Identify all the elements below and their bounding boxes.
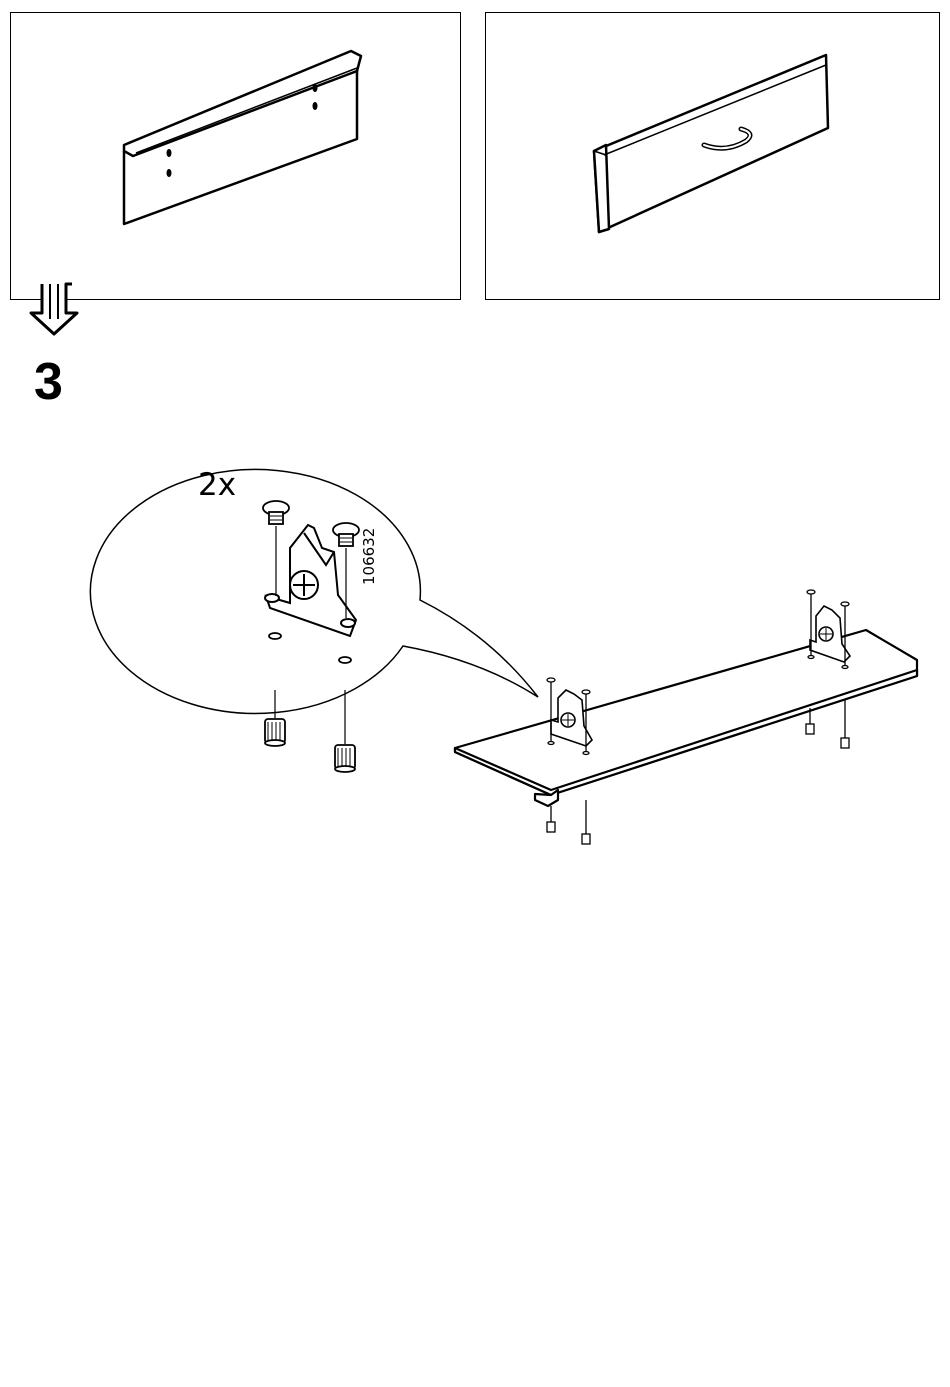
part-number-label: 106632: [362, 528, 377, 585]
drawer-bottom-panel: [455, 630, 917, 806]
step-number: 3: [34, 356, 63, 408]
screw-icon: [263, 501, 289, 639]
down-arrow-icon: [28, 281, 80, 337]
drawer-back-panel-drawing: [11, 13, 462, 301]
drawer-back-panel-view: [10, 12, 461, 300]
drawer-bracket: [810, 606, 850, 662]
drawer-bracket: [551, 690, 592, 746]
drawer-front-panel-drawing: [486, 13, 941, 301]
screw-icon: [333, 523, 359, 663]
dowel-icon: [265, 690, 285, 746]
dowel-icon: [335, 690, 355, 772]
detail-callout: [90, 469, 538, 713]
quantity-label: 2x: [198, 470, 236, 501]
drawer-bracket: [265, 525, 356, 636]
dowel-icon: [547, 700, 849, 844]
drawer-front-panel-view: [485, 12, 940, 300]
screw-icon: [547, 590, 849, 755]
